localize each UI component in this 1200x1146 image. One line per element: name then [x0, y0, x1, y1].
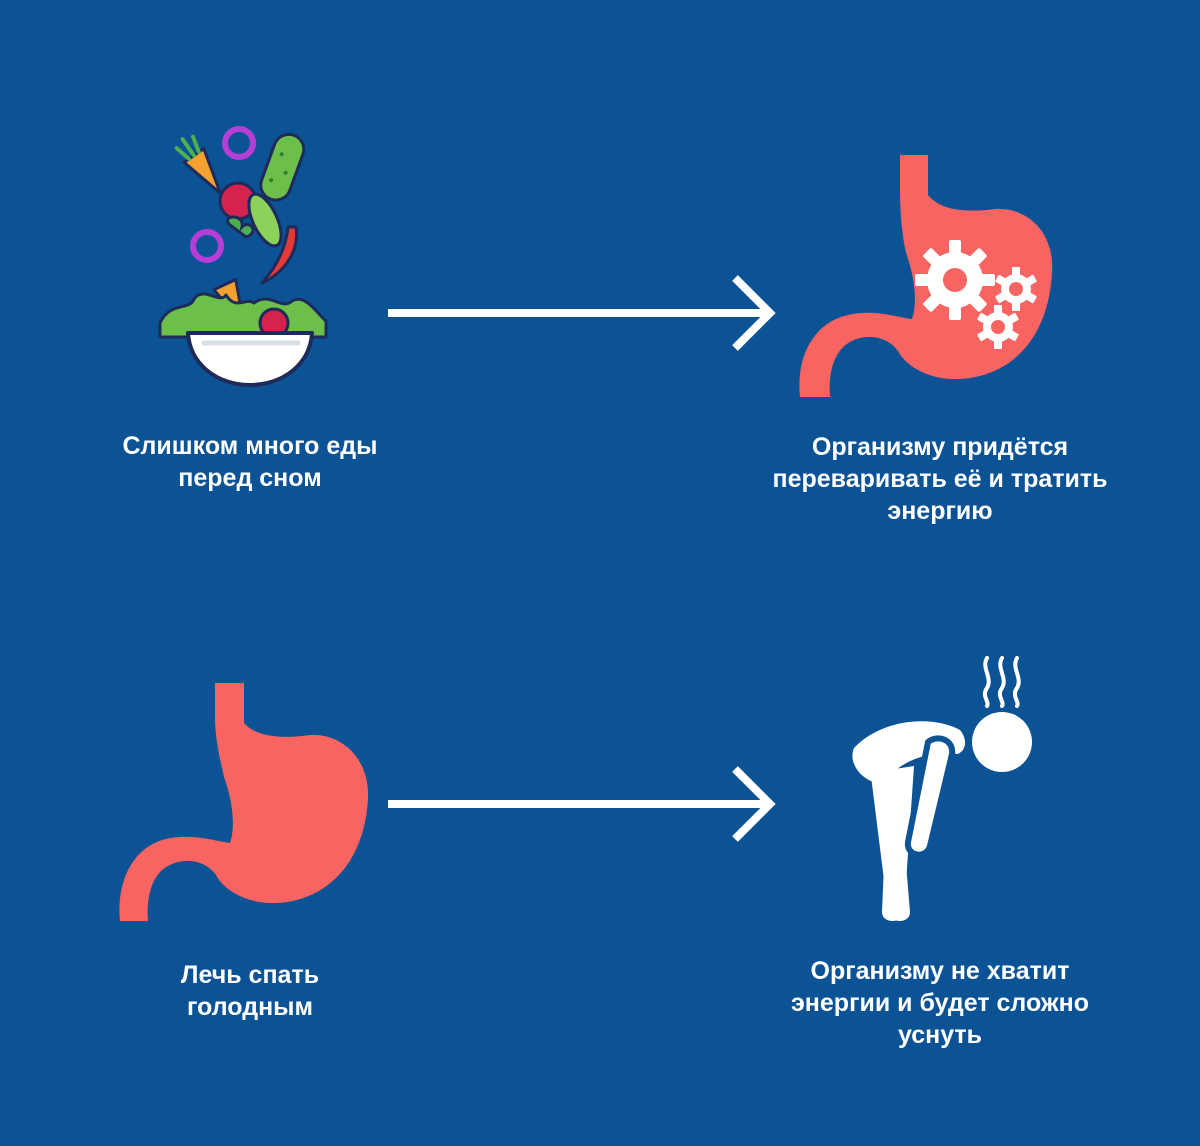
arrow-right-icon: [385, 760, 780, 850]
exhausted-person-icon: [840, 650, 1040, 930]
salad-bowl-icon: [150, 115, 350, 395]
caption-sleep-hungry: Лечь спать голодным: [180, 961, 320, 1021]
caption-too-much-food: Слишком много еды перед сном: [122, 432, 378, 492]
arrow-right-icon: [385, 270, 780, 360]
caption-digest-energy: Организму придётся переваривать её и тра…: [772, 433, 1108, 525]
caption-not-enough-energy: Организму не хватит энергии и будет слож…: [790, 957, 1089, 1049]
empty-stomach-icon: [119, 683, 380, 928]
stomach-with-gears-icon: [790, 155, 1060, 405]
